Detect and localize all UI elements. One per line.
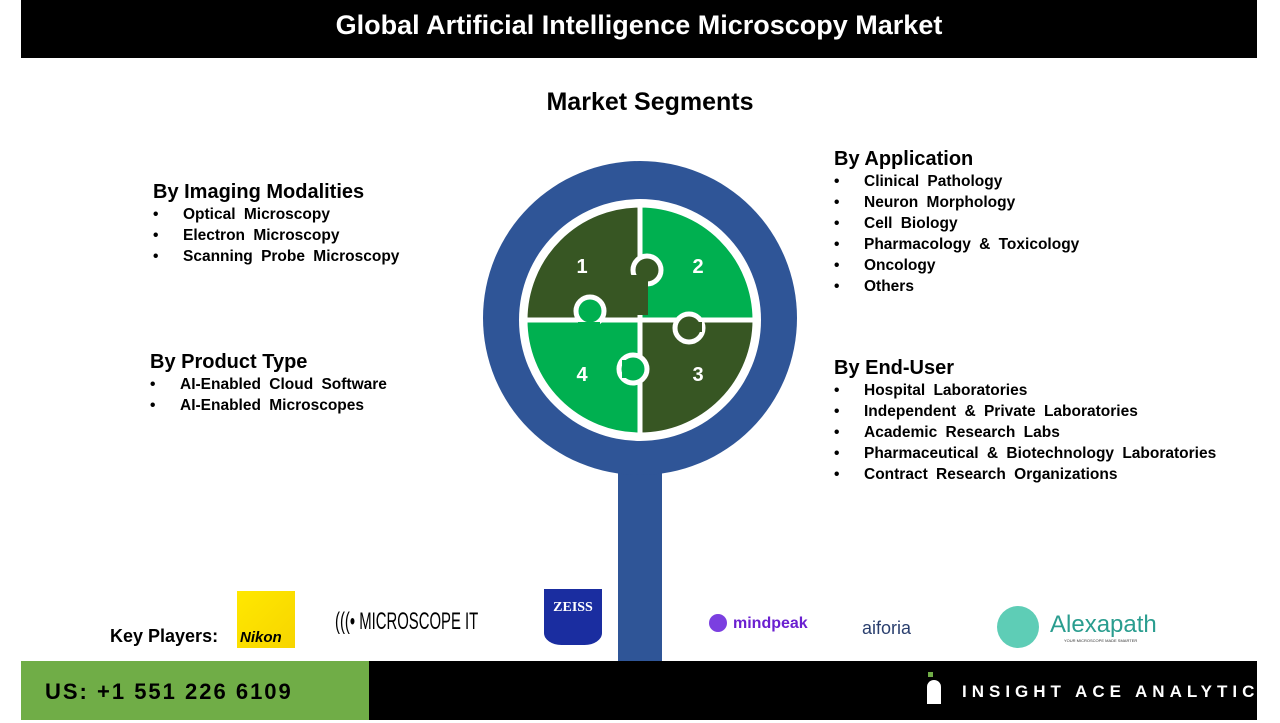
list-item: Pharmacology & Toxicology (834, 234, 1079, 255)
puzzle-knob (573, 294, 607, 328)
group-title: By Imaging Modalities (153, 181, 365, 203)
puzzle-label-1: 1 (576, 256, 587, 278)
segments-title: Market Segments (546, 88, 754, 116)
puzzle-piece-2 (637, 202, 758, 323)
magnifier-handle (618, 462, 662, 662)
list-item: Neuron Morphology (834, 192, 1079, 213)
list-item: Oncology (834, 255, 1079, 276)
list-item: Academic Research Labs (834, 422, 1216, 443)
alexapath-logo: Alexapath (1050, 611, 1157, 638)
mindpeak-logo: mindpeak (709, 614, 808, 633)
list-item: Electron Microscopy (153, 225, 399, 246)
group-title: By End-User (834, 357, 955, 379)
list-item: Pharmaceutical & Biotechnology Laborator… (834, 443, 1216, 464)
brand-logo-icon (927, 680, 941, 704)
list-item: Clinical Pathology (834, 171, 1079, 192)
alexapath-icon (997, 606, 1039, 648)
list-item: Contract Research Organizations (834, 464, 1216, 485)
group-application: By Application Clinical PathologyNeuron … (834, 148, 1079, 297)
brand-logo-icon (928, 672, 933, 677)
footer-bar (369, 661, 1257, 720)
puzzle-piece-3 (637, 317, 758, 438)
brand-name: INSIGHT ACE ANALYTIC (962, 682, 1260, 701)
group-title: By Product Type (150, 351, 308, 373)
zeiss-logo: ZEISS (544, 589, 602, 645)
list-item: AI-Enabled Cloud Software (150, 374, 387, 395)
phone-number: US: +1 551 226 6109 (21, 661, 369, 720)
alexapath-tagline: YOUR MICROSCOPE MADE SMARTER (1064, 638, 1138, 643)
list-item: Scanning Probe Microscopy (153, 246, 399, 267)
group-enduser: By End-User Hospital LaboratoriesIndepen… (834, 357, 1216, 485)
list-item: Optical Microscopy (153, 204, 399, 225)
nikon-logo: Nikon (237, 591, 295, 648)
puzzle-label-2: 2 (692, 256, 703, 278)
key-players-label: Key Players: (110, 626, 219, 646)
page-title: Global Artificial Intelligence Microscop… (21, 0, 1257, 58)
puzzle-label-3: 3 (692, 364, 703, 386)
puzzle-label-4: 4 (576, 364, 588, 386)
aiforia-logo: aiforia (862, 618, 912, 638)
group-title: By Application (834, 148, 974, 170)
puzzle-piece-1 (522, 202, 643, 323)
list-item: Hospital Laboratories (834, 380, 1216, 401)
list-item: Independent & Private Laboratories (834, 401, 1216, 422)
group-product: By Product Type AI-Enabled Cloud Softwar… (150, 351, 387, 416)
group-imaging: By Imaging Modalities Optical Microscopy… (153, 181, 399, 267)
list-item: Others (834, 276, 1079, 297)
list-item: AI-Enabled Microscopes (150, 395, 387, 416)
puzzle-piece-4 (522, 317, 643, 438)
list-item: Cell Biology (834, 213, 1079, 234)
microscopeit-logo: (((• MICROSCOPE IT (335, 608, 479, 635)
